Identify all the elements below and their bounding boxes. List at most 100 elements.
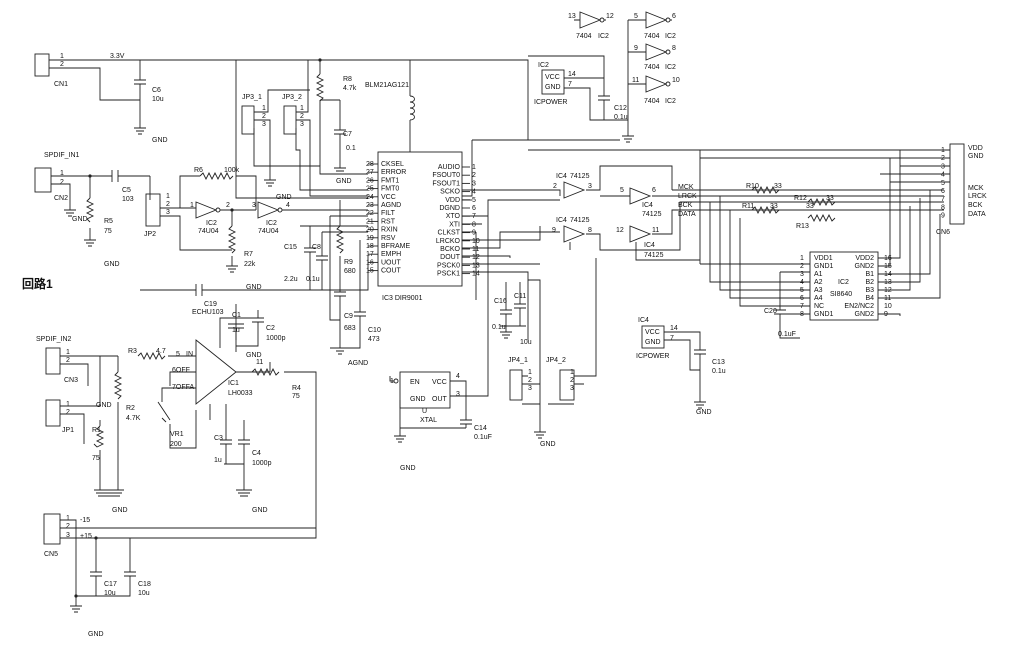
svg-text:BLM21AG121: BLM21AG121 xyxy=(365,82,409,89)
cn6-pin-number: 8 xyxy=(941,204,945,211)
svg-text:GND: GND xyxy=(104,261,120,268)
svg-text:JP4_1: JP4_1 xyxy=(508,357,528,364)
svg-text:1: 1 xyxy=(300,105,304,112)
ic3-pin-label: UOUT xyxy=(381,259,402,266)
svg-text:C2: C2 xyxy=(266,325,275,332)
ic3-pin-label: FMT1 xyxy=(381,177,399,184)
ic3-pin-label: RSV xyxy=(381,235,396,242)
cn6-pin-number: 1 xyxy=(941,147,945,154)
svg-text:2.2u: 2.2u xyxy=(284,276,298,283)
svg-text:1: 1 xyxy=(66,401,70,408)
svg-text:GND: GND xyxy=(696,409,712,416)
ic3-pin-label: FSOUT1 xyxy=(432,180,460,187)
svg-text:1: 1 xyxy=(570,369,574,376)
ic3-pin-number: 25 xyxy=(366,186,374,193)
si8640-pin-label: A3 xyxy=(814,287,823,294)
svg-text:1: 1 xyxy=(528,369,532,376)
svg-text:BCK: BCK xyxy=(678,202,693,209)
cn6-pin-number: 7 xyxy=(941,196,945,203)
svg-text:IC4: IC4 xyxy=(638,317,649,324)
svg-text:4.7: 4.7 xyxy=(156,348,166,355)
svg-text:GND: GND xyxy=(400,465,416,472)
svg-text:2: 2 xyxy=(553,183,557,190)
svg-text:3: 3 xyxy=(570,385,574,392)
ic3-pin-number: 3 xyxy=(472,180,476,187)
svg-text:0.1uF: 0.1uF xyxy=(778,331,796,338)
si8640-pin-number: 4 xyxy=(800,279,804,286)
svg-text:GND: GND xyxy=(96,402,112,409)
svg-text:C18: C18 xyxy=(138,581,151,588)
svg-text:C6: C6 xyxy=(152,87,161,94)
svg-text:C14: C14 xyxy=(474,425,487,432)
ic3-pin-label: AGND xyxy=(381,202,401,209)
ic3-pin-number: 16 xyxy=(366,259,374,266)
svg-text:GND: GND xyxy=(152,137,168,144)
si8640-pin-label: NC xyxy=(814,303,824,310)
svg-text:1: 1 xyxy=(60,53,64,60)
svg-text:IC4: IC4 xyxy=(556,173,567,180)
svg-text:13: 13 xyxy=(568,13,576,20)
crystal-oscillator: EN VCC GND OUT U XTAL 4 3 1 xyxy=(390,371,460,424)
svg-text:ICPOWER: ICPOWER xyxy=(534,99,567,106)
svg-text:R7: R7 xyxy=(244,251,253,258)
svg-text:10u: 10u xyxy=(104,590,116,597)
svg-text:2: 2 xyxy=(300,113,304,120)
ic3-pin-number: 22 xyxy=(366,210,374,217)
svg-text:CN5: CN5 xyxy=(44,551,58,558)
svg-text:3: 3 xyxy=(166,209,170,216)
svg-text:IC2: IC2 xyxy=(266,220,277,227)
svg-text:R11: R11 xyxy=(742,203,754,210)
si8640-pin-label: B4 xyxy=(865,295,874,302)
si8640-pin-label: GND2 xyxy=(855,311,875,318)
svg-text:473: 473 xyxy=(368,336,380,343)
ic3-pin-number: 8 xyxy=(472,221,476,228)
ic3-pin-label: PSCK1 xyxy=(437,271,460,278)
svg-text:0.1uF: 0.1uF xyxy=(474,434,492,441)
svg-text:4.7k: 4.7k xyxy=(343,85,357,92)
svg-text:6OFF: 6OFF xyxy=(172,367,190,374)
svg-text:C7: C7 xyxy=(343,131,352,138)
svg-text:1u: 1u xyxy=(232,327,240,334)
svg-text:R3: R3 xyxy=(128,348,137,355)
si8640-pin-number: 7 xyxy=(800,303,804,310)
svg-text:74125: 74125 xyxy=(570,173,590,180)
svg-text:75: 75 xyxy=(92,455,100,462)
buffer-74125-c: IC4 74125 9 8 xyxy=(552,217,592,243)
svg-text:IC2: IC2 xyxy=(665,98,676,105)
svg-text:200: 200 xyxy=(170,441,182,448)
si8640-pin-number: 8 xyxy=(800,311,804,318)
inverter-7404-d: 11 10 7404 IC2 xyxy=(632,75,680,105)
section-title: 回路1 xyxy=(22,276,53,291)
svg-text:JP3_2: JP3_2 xyxy=(282,94,302,101)
jumper-jp3-1: JP3_1 1 2 3 xyxy=(241,94,266,135)
ic3-pin-label: DOUT xyxy=(440,254,461,261)
si8640-pin-number: 2 xyxy=(800,263,804,270)
svg-text:3: 3 xyxy=(66,532,70,539)
svg-text:2: 2 xyxy=(262,113,266,120)
si8640-pin-label: B2 xyxy=(865,279,874,286)
svg-text:3: 3 xyxy=(588,183,592,190)
svg-text:R1: R1 xyxy=(92,427,101,434)
jumper-jp1: 1 2 JP1 xyxy=(45,399,74,434)
svg-text:3: 3 xyxy=(456,391,460,398)
svg-text:2: 2 xyxy=(66,357,70,364)
ic3-pin-label: XTI xyxy=(449,221,460,228)
buffer-74125-b: 5 6 IC4 74125 xyxy=(620,187,662,218)
svg-text:4.7K: 4.7K xyxy=(126,415,141,422)
inverter-ic2-a: IC2 74U04 1 2 xyxy=(190,201,230,235)
svg-text:75: 75 xyxy=(292,393,300,400)
ic3-pin-label: PSCK0 xyxy=(437,262,460,269)
svg-text:0.1u: 0.1u xyxy=(614,114,628,121)
svg-text:LRCK: LRCK xyxy=(968,193,987,200)
svg-text:7OFFA: 7OFFA xyxy=(172,384,195,391)
svg-text:1: 1 xyxy=(66,515,70,522)
svg-text:IC2: IC2 xyxy=(665,33,676,40)
svg-text:JP4_2: JP4_2 xyxy=(546,357,566,364)
icpower-ic2: IC2 VCC GND 14 7 ICPOWER xyxy=(534,62,576,106)
svg-text:5: 5 xyxy=(176,351,180,358)
si8640-pin-label: A1 xyxy=(814,271,823,278)
svg-text:1000p: 1000p xyxy=(266,335,286,342)
svg-text:GND: GND xyxy=(246,352,262,359)
svg-text:5: 5 xyxy=(634,13,638,20)
